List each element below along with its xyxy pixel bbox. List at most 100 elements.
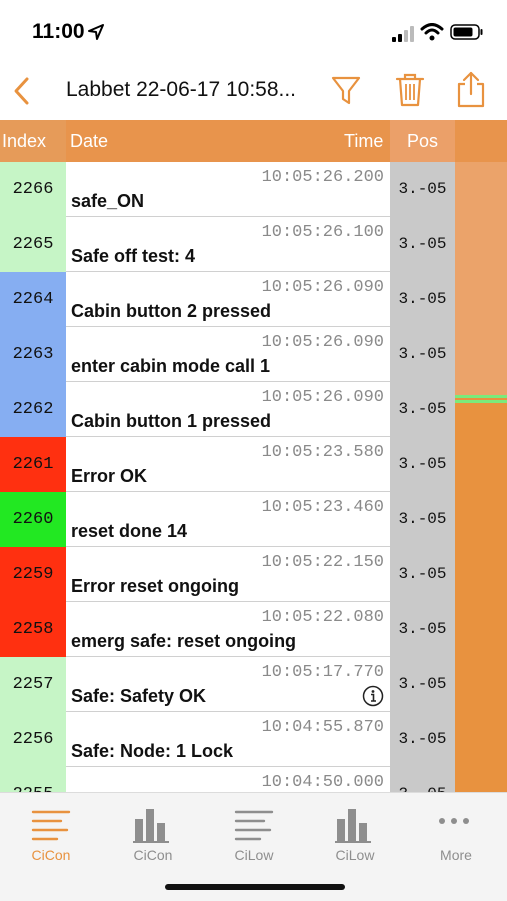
tab-label: CiCon: [133, 847, 173, 863]
row-time: 10:05:26.090: [261, 333, 384, 352]
row-index: 2259: [0, 547, 66, 602]
status-bar: 11:00: [0, 0, 507, 62]
tab-cicon-2[interactable]: CiCon: [113, 801, 193, 863]
header-time[interactable]: Time: [344, 131, 384, 151]
timeline-scrollbar[interactable]: [455, 162, 507, 792]
row-time: 10:05:26.090: [261, 388, 384, 407]
more-dots-icon: [439, 818, 469, 824]
nav-bar: Labbet 22-06-17 10:58...: [0, 62, 507, 120]
row-message: safe_ON: [71, 191, 145, 211]
row-pos: 3.-05: [390, 547, 455, 602]
delete-button[interactable]: [395, 72, 425, 108]
row-pos: 3.-05: [390, 712, 455, 767]
row-message: emerg safe: reset ongoing: [71, 631, 297, 651]
row-time: 10:05:17.770: [261, 663, 384, 682]
tab-label: More: [440, 847, 472, 863]
log-row[interactable]: 2263 10:05:26.090 enter cabin mode call 1 3…: [0, 327, 455, 382]
row-message: reset done 14: [71, 521, 188, 541]
log-list[interactable]: 2266 10:05:26.200 safe_ON 3.-05 2265 10:05:26…: [0, 162, 455, 792]
header-pos[interactable]: Pos: [407, 131, 439, 151]
bar-chart-icon: [335, 809, 371, 843]
tab-label: CiLow: [234, 847, 274, 863]
tab-cilow-4[interactable]: CiLow: [315, 801, 395, 863]
row-time: 10:05:23.580: [261, 443, 384, 462]
row-index: 2262: [0, 382, 66, 437]
tab-cilow-3[interactable]: CiLow: [214, 801, 294, 863]
trash-icon: [395, 73, 425, 107]
info-icon[interactable]: [362, 685, 384, 707]
home-indicator: [165, 884, 345, 890]
row-pos: 3.-05: [390, 492, 455, 547]
tab-label: CiCon: [31, 847, 71, 863]
chevron-left-icon: [14, 77, 29, 105]
row-time: 10:05:26.100: [261, 223, 384, 242]
row-index: 2261: [0, 437, 66, 492]
row-time: 10:05:26.090: [261, 278, 384, 297]
tab-more-5[interactable]: More: [416, 801, 496, 863]
row-pos: 3.-05: [390, 217, 455, 272]
row-message: Safe: Node: 1 Lock: [71, 741, 234, 761]
share-button[interactable]: [456, 70, 486, 108]
row-message: enter cabin mode call 1: [71, 356, 271, 376]
filter-funnel-icon: [331, 76, 361, 105]
row-time: 10:04:50.000: [261, 773, 384, 792]
battery-icon: [450, 24, 483, 40]
row-message: Error OK: [71, 466, 148, 486]
row-message: Error reset ongoing: [71, 576, 240, 596]
header-date[interactable]: Date: [70, 131, 109, 151]
page-title: Labbet 22-06-17 10:58...: [66, 78, 297, 101]
filter-button[interactable]: [330, 74, 362, 108]
row-index: 2256: [0, 712, 66, 767]
log-row[interactable]: 2260 10:05:23.460 reset done 14 3.-05: [0, 492, 455, 547]
row-index: 2265: [0, 217, 66, 272]
timeline-marker: [455, 395, 507, 398]
row-pos: 3.-05: [390, 657, 455, 712]
timeline-marker: [455, 400, 507, 403]
row-index: 2263: [0, 327, 66, 382]
row-pos: 3.-05: [390, 162, 455, 217]
table-header: Index Date Time Pos: [0, 120, 507, 162]
row-time: 10:05:22.080: [261, 608, 384, 627]
row-message: Cabin button 2 pressed: [71, 301, 272, 321]
row-time: 10:04:55.870: [261, 718, 384, 737]
row-index: 2257: [0, 657, 66, 712]
row-pos: 3.-05: [390, 767, 455, 792]
log-row[interactable]: 2266 10:05:26.200 safe_ON 3.-05: [0, 162, 455, 217]
list-lines-icon: [234, 810, 274, 841]
timeline-visible-range: [455, 162, 507, 395]
back-button[interactable]: [8, 74, 38, 108]
tab-label: CiLow: [335, 847, 375, 863]
row-pos: 3.-05: [390, 272, 455, 327]
row-message: Cabin button 1 pressed: [71, 411, 272, 431]
row-time: 10:05:22.150: [261, 553, 384, 572]
status-time: 11:00: [32, 20, 85, 43]
wifi-icon: [420, 23, 444, 41]
row-index: 2264: [0, 272, 66, 327]
location-arrow-icon: [88, 24, 104, 40]
row-index: 2255: [0, 767, 66, 792]
header-index[interactable]: Index: [2, 131, 47, 151]
row-pos: 3.-05: [390, 327, 455, 382]
log-row[interactable]: 2255 10:04:50.000 3.-05: [0, 767, 455, 792]
row-pos: 3.-05: [390, 437, 455, 492]
list-lines-icon: [31, 810, 71, 841]
tab-cicon-1[interactable]: CiCon: [11, 801, 91, 863]
row-message: Safe off test: 4: [71, 246, 196, 266]
row-time: 10:05:26.200: [261, 168, 384, 187]
row-index: 2260: [0, 492, 66, 547]
cell-signal-icon: [392, 26, 414, 42]
row-index: 2266: [0, 162, 66, 217]
row-time: 10:05:23.460: [261, 498, 384, 517]
header-index-bg: [0, 120, 66, 162]
tab-bar: CiCon CiCon CiLow CiLow More: [0, 792, 507, 901]
row-message: Safe: Safety OK: [71, 686, 207, 706]
share-icon: [457, 71, 485, 108]
